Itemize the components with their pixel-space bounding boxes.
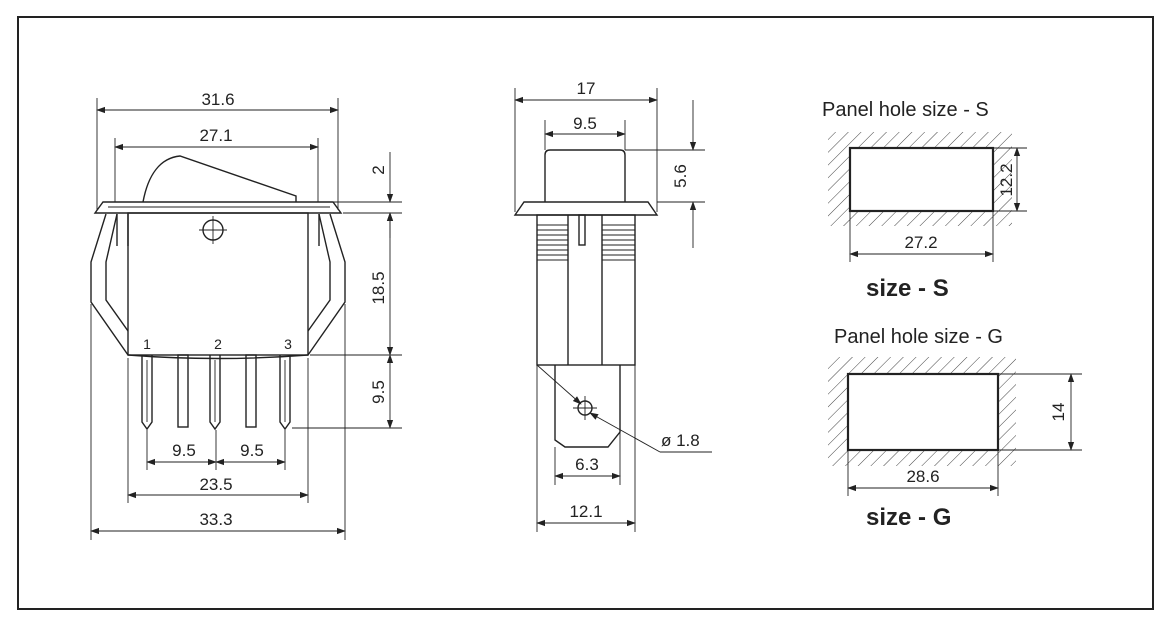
dim-panel-g-width: 28.6 [906, 467, 939, 486]
top-flange [93, 201, 343, 214]
dim-side-rocker-height: 5.6 [671, 164, 690, 188]
pin-2 [209, 355, 221, 431]
pin-center-right [245, 354, 257, 428]
dim-panel-s-width: 27.2 [904, 233, 937, 252]
right-snap-clip [307, 213, 346, 356]
side-flange [513, 201, 659, 216]
terminal-pins [141, 354, 291, 431]
dim-terminal-width: 6.3 [575, 455, 599, 474]
drawing-frame [17, 16, 1154, 610]
dim-rocker-height: 2 [369, 165, 388, 174]
pin-label-3: 3 [284, 336, 292, 352]
panel-hole-s: Panel hole size - S 12.2 27.2 size - S [822, 99, 1027, 302]
pin-label-2: 2 [214, 336, 222, 352]
panel-g-title: Panel hole size - G [834, 326, 1003, 348]
left-snap-clip [90, 213, 129, 356]
pin-1 [141, 355, 153, 431]
dim-side-rocker-width: 9.5 [573, 114, 597, 133]
side-rocker [544, 149, 626, 202]
panel-s-label: size - S [866, 275, 949, 302]
panel-g-cutout [846, 372, 1000, 452]
rocker-button [142, 155, 297, 203]
dim-outer-pin-span: 23.5 [199, 475, 232, 494]
dim-panel-g-height: 14 [1049, 403, 1068, 422]
dim-side-width: 17 [577, 79, 596, 98]
dim-pin-length: 9.5 [369, 380, 388, 404]
pin-3 [279, 355, 291, 431]
panel-s-hatching [828, 132, 1012, 226]
panel-s-cutout [848, 146, 995, 213]
panel-g-hatching [828, 357, 1016, 466]
pin-label-1: 1 [143, 336, 151, 352]
dim-pitch-right: 9.5 [240, 441, 264, 460]
panel-g-label: size - G [866, 504, 951, 531]
switch-body [127, 212, 309, 356]
dim-body-height: 18.5 [369, 271, 388, 304]
dim-side-body-width: 12.1 [569, 502, 602, 521]
panel-s-title: Panel hole size - S [822, 99, 989, 121]
side-ribs [537, 224, 635, 261]
dim-overall-width: 33.3 [199, 510, 232, 529]
dim-rocker-width: 27.1 [199, 126, 232, 145]
panel-hole-g: Panel hole size - G 14 28.6 size - G [828, 326, 1082, 531]
dim-hole-diameter: ø 1.8 [661, 431, 700, 450]
side-view: ø 1.8 17 9.5 5.6 6.3 12.1 [513, 79, 712, 532]
front-view: 1 2 3 31.6 27.1 2 18.5 9.5 9.5 9.5 [90, 90, 402, 540]
dim-top-width: 31.6 [201, 90, 234, 109]
side-terminal [554, 365, 621, 448]
dim-panel-s-height: 12.2 [997, 163, 1016, 196]
side-body [536, 214, 636, 366]
dim-pitch-left: 9.5 [172, 441, 196, 460]
pin-center-left [177, 354, 189, 428]
